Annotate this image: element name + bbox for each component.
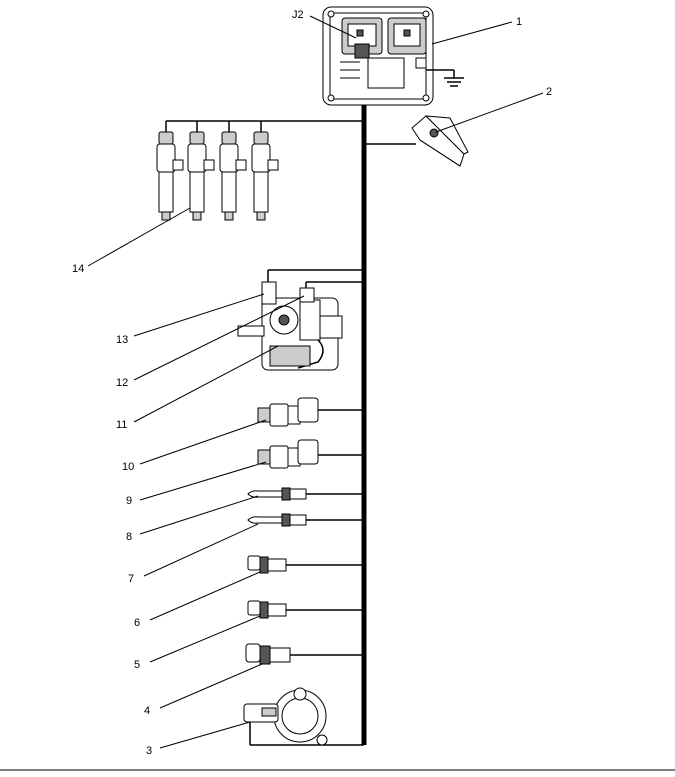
- leader-13: [133, 293, 265, 337]
- callout-8: 8: [126, 531, 132, 543]
- leader-7: [143, 523, 259, 577]
- injector-3: [219, 121, 247, 221]
- leader-14: [87, 207, 191, 267]
- leader-1: [431, 21, 513, 45]
- leader-12: [133, 295, 305, 381]
- injector-4: [251, 121, 279, 221]
- leader-5: [149, 615, 261, 663]
- throttle-pedal-sensor: [411, 115, 469, 167]
- leader-9: [139, 461, 267, 501]
- callout-2: 2: [546, 86, 552, 98]
- fuel-pump: [237, 281, 343, 371]
- leader-3: [159, 721, 251, 749]
- sensor-5: [247, 600, 287, 619]
- callout-10: 10: [122, 461, 134, 473]
- injector-1: [156, 121, 184, 221]
- callout-13: 13: [116, 334, 128, 346]
- callout-12: 12: [116, 377, 128, 389]
- callout-7: 7: [128, 573, 134, 585]
- sensor-4: [245, 643, 291, 665]
- sensor-6: [247, 555, 287, 574]
- leader-2: [435, 92, 544, 133]
- injector-2: [187, 121, 215, 221]
- leader-11: [133, 345, 279, 423]
- callout-1: 1: [516, 16, 522, 28]
- ground-symbol-icon: [426, 69, 464, 87]
- leader-10: [139, 419, 267, 465]
- callout-5: 5: [134, 659, 140, 671]
- leader-8: [139, 495, 259, 535]
- callout-9: 9: [126, 495, 132, 507]
- sensor-8: [247, 487, 307, 501]
- callout-11: 11: [116, 419, 127, 431]
- callout-3: 3: [146, 745, 152, 757]
- connector-j2-label: J2: [292, 9, 304, 21]
- callout-4: 4: [144, 705, 150, 717]
- actuator-3: [243, 687, 328, 746]
- leader-6: [149, 571, 261, 621]
- leader-j2: [309, 15, 357, 39]
- sensor-7: [247, 513, 307, 527]
- leader-4: [159, 663, 263, 709]
- callout-6: 6: [134, 617, 140, 629]
- callout-14: 14: [72, 263, 84, 275]
- sensor-9: [257, 439, 319, 469]
- sensor-10: [257, 397, 319, 427]
- ecm-module: [322, 6, 434, 106]
